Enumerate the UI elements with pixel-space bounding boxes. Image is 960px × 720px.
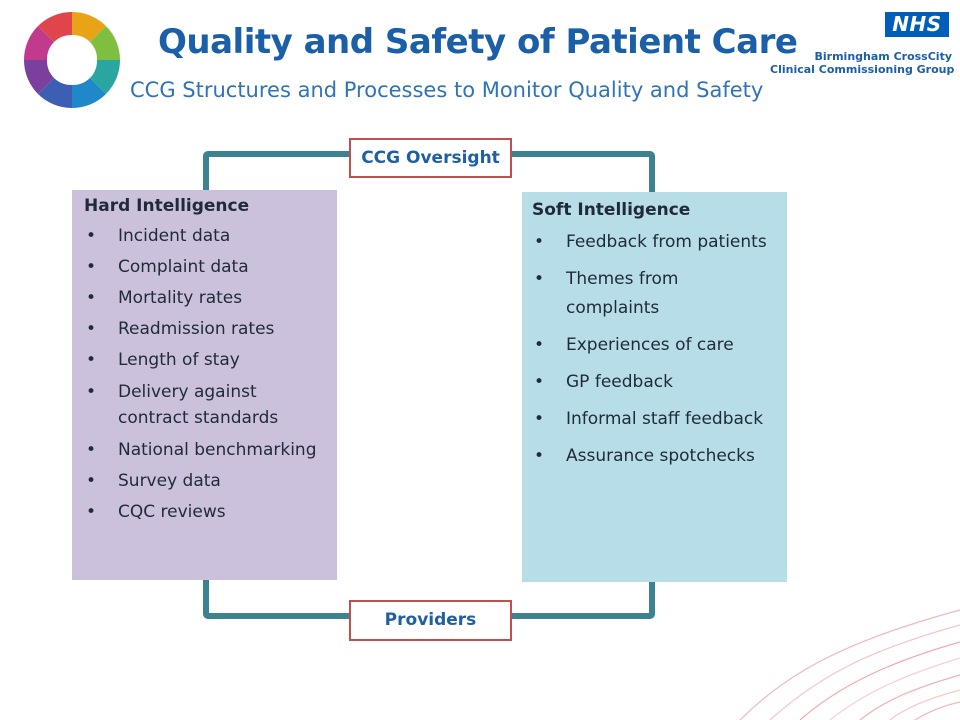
soft-intelligence-list: Feedback from patients Themes from compl… [532,228,777,471]
list-item: CQC reviews [84,500,327,525]
list-item: Survey data [84,469,327,494]
soft-intelligence-panel: Soft Intelligence Feedback from patients… [522,192,787,582]
org-name-line2: Clinical Commissioning Group [770,63,955,76]
nhs-logo: NHS [885,12,949,37]
list-item: Complaint data [84,255,327,280]
list-item: Assurance spotchecks [532,442,777,471]
page-subtitle: CCG Structures and Processes to Monitor … [130,78,764,102]
list-item: Length of stay [84,348,327,373]
list-item: Themes from complaints [532,265,777,323]
list-item: National benchmarking [84,437,327,463]
org-name-line1: Birmingham CrossCity [814,50,952,63]
decorative-lines-icon [739,609,960,720]
hard-intelligence-list: Incident data Complaint data Mortality r… [84,224,327,525]
soft-intelligence-heading: Soft Intelligence [532,200,691,220]
list-item: Experiences of care [532,331,777,360]
providers-label: Providers [349,600,512,641]
list-item: Mortality rates [84,286,327,311]
list-item: Informal staff feedback [532,405,777,434]
page-title: Quality and Safety of Patient Care [158,22,798,62]
ccg-ring-logo-icon [23,11,121,109]
hard-intelligence-heading: Hard Intelligence [84,196,250,216]
list-item: Delivery against contract standards [84,379,327,431]
list-item: Feedback from patients [532,228,777,257]
list-item: Incident data [84,224,327,249]
list-item: GP feedback [532,368,777,397]
hard-intelligence-panel: Hard Intelligence Incident data Complain… [72,190,337,580]
list-item: Readmission rates [84,317,327,342]
ccg-oversight-label: CCG Oversight [349,138,512,178]
